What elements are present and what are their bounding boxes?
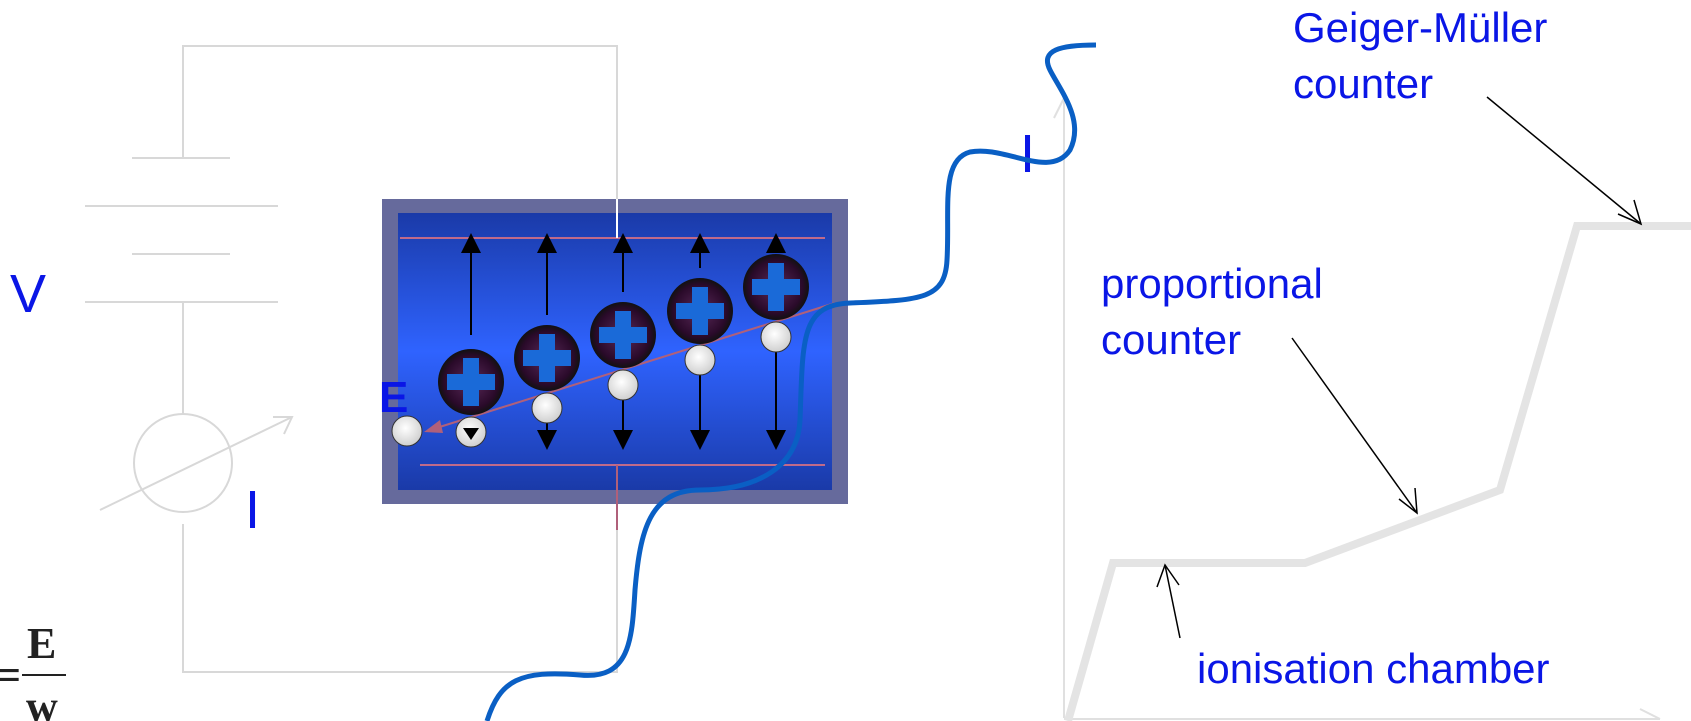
circuit [85,45,618,673]
circuit-wire-top [182,45,618,236]
particle-energy-label: E [379,373,408,422]
proportional-pointer-head [1398,487,1418,515]
circuit-wire-bottom [182,500,618,673]
characteristic-graph [1053,95,1691,721]
current-axis-label: I [1020,124,1035,184]
positive-ion [438,349,504,415]
electron-marker [463,428,479,440]
ammeter-needle-tip [273,416,294,435]
geiger-pointer [1486,96,1642,225]
geiger-label-line2: counter [1293,60,1433,107]
current-label: I [245,480,260,540]
ammeter-needle [99,416,293,511]
response-curve [1064,222,1691,721]
electron [391,415,423,447]
ammeter-circle [133,413,233,513]
geiger-pointer-head [1617,199,1643,226]
ionisation-pointer [1164,564,1181,639]
proportional-label-line2: counter [1101,316,1241,363]
electron [531,392,563,424]
electron [607,369,639,401]
detector-chamber [382,199,848,530]
voltage-label: V [10,264,46,324]
annotation-pointers [1156,96,1643,639]
electron [684,344,716,376]
positive-ion [743,254,809,320]
electron [760,321,792,353]
positive-ion [667,278,733,344]
signal-track-wave [484,42,1097,721]
drift-arrows [461,233,786,450]
ionisation-pointer-head [1156,563,1180,588]
positive-ion [590,302,656,368]
formula-denominator: w [26,682,58,721]
x-axis-arrow [1639,708,1661,720]
ionisation-label: ionisation chamber [1197,645,1550,692]
positive-ions [438,254,809,415]
formula: = E w [0,619,66,721]
proportional-pointer [1291,337,1418,514]
formula-equals: = [0,651,21,700]
formula-numerator: E [27,619,56,668]
positive-ion [514,325,580,391]
geiger-label-line1: Geiger-Müller [1293,4,1547,51]
proportional-label-line1: proportional [1101,260,1323,307]
particle-track-head [424,420,443,433]
